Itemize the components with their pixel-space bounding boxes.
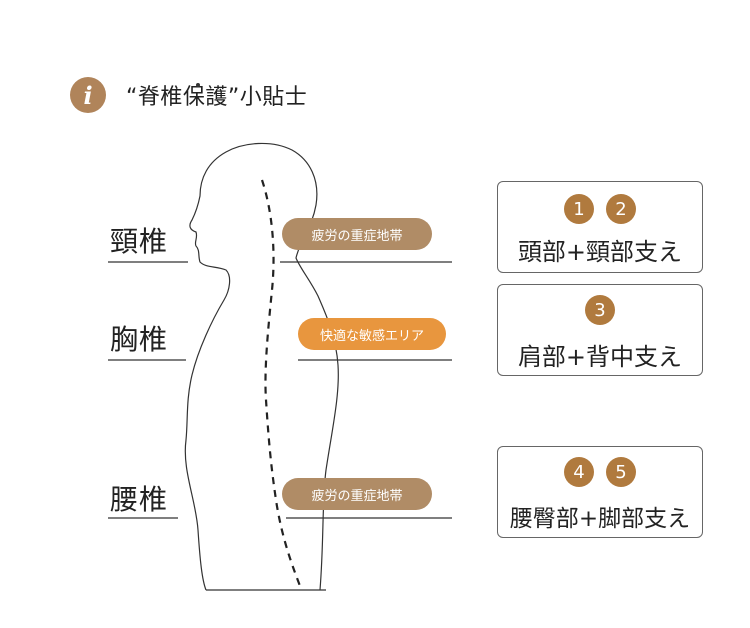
support-card-thoracic: 3 肩部+背中支え	[497, 284, 703, 376]
support-text: 頭部+頸部支え	[517, 238, 683, 266]
body-silhouette	[184, 142, 339, 591]
info-icon: i	[70, 77, 106, 113]
label-lumbar: 腰椎	[110, 483, 169, 516]
support-card-cervical: 1 2 頭部+頸部支え	[497, 181, 703, 273]
badge-row: 4 5	[498, 457, 702, 487]
spine-curve	[260, 179, 302, 587]
page-title: “脊椎保護”小貼士	[126, 85, 308, 110]
pill-cervical: 疲労の重症地帯	[282, 218, 432, 250]
pill-thoracic: 快適な敏感エリア	[298, 318, 446, 350]
number-badge: 1	[564, 194, 594, 224]
support-text: 肩部+背中支え	[517, 343, 683, 371]
decorative-dot	[196, 83, 200, 87]
support-card-lumbar: 4 5 腰臀部+脚部支え	[497, 446, 703, 538]
label-thoracic: 胸椎	[110, 323, 169, 356]
badge-row: 3	[498, 295, 702, 325]
support-text: 腰臀部+脚部支え	[509, 506, 691, 532]
pill-lumbar: 疲労の重症地帯	[282, 478, 432, 510]
badge-row: 1 2	[498, 194, 702, 224]
number-badge: 4	[564, 457, 594, 487]
label-cervical: 頸椎	[110, 225, 169, 258]
tips-header: i “脊椎保護”小貼士	[70, 77, 307, 113]
number-badge: 5	[606, 457, 636, 487]
number-badge: 2	[606, 194, 636, 224]
number-badge: 3	[585, 295, 615, 325]
